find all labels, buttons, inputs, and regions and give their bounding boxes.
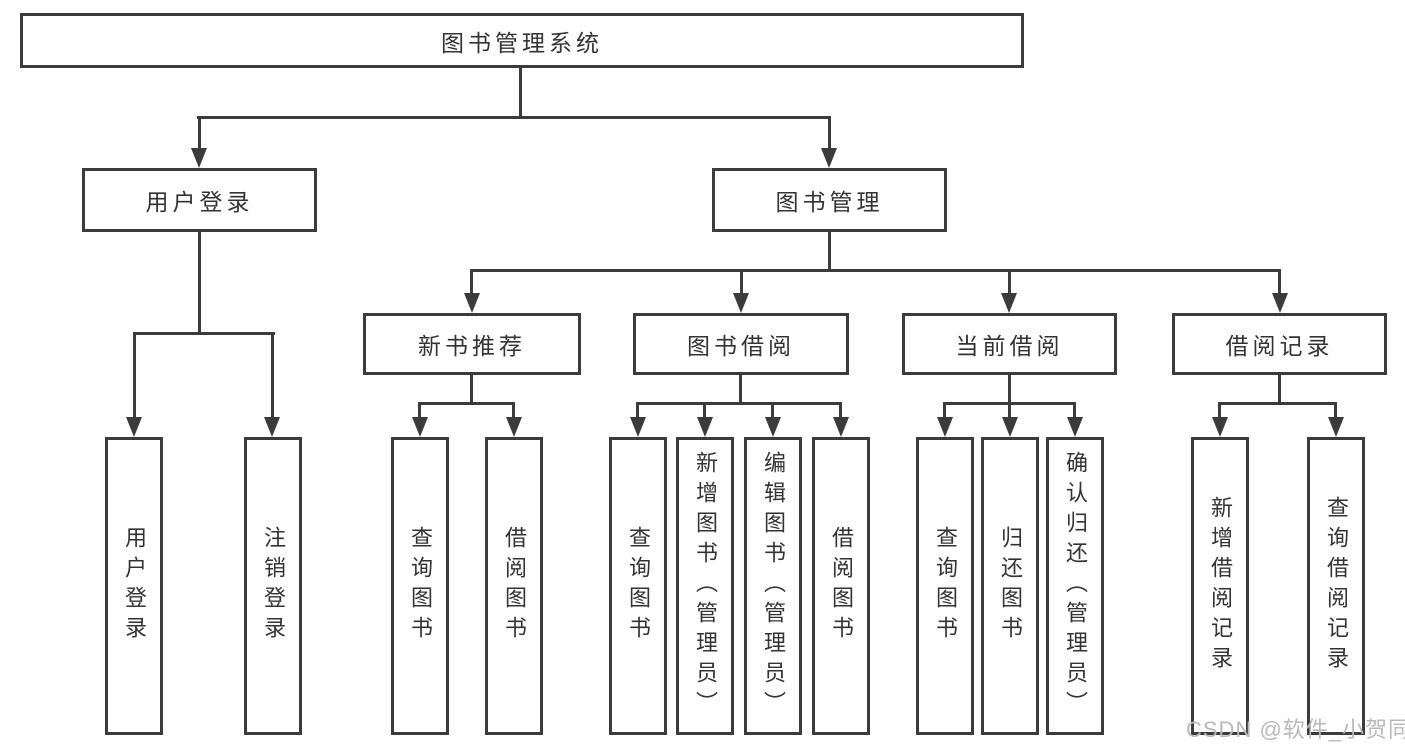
- leaf-label: 查询图书: [626, 526, 651, 646]
- node-current-borrowing: 当前借阅: [902, 313, 1117, 375]
- connector-line: [771, 402, 774, 419]
- connector-line: [740, 269, 743, 295]
- arrowhead-icon: [1272, 293, 1288, 313]
- connector-line: [519, 68, 522, 118]
- node-label: 新书推荐: [418, 333, 526, 359]
- leaf-logout: 注销登录: [244, 437, 302, 735]
- node-label: 借阅记录: [1225, 333, 1334, 359]
- connector-line: [1008, 402, 1011, 419]
- arrowhead-icon: [697, 417, 713, 437]
- arrowhead-icon: [833, 417, 849, 437]
- arrowhead-icon: [1212, 417, 1228, 437]
- connector-line: [1278, 375, 1281, 405]
- leaf-query-borrow-record: 查询借阅记录: [1307, 437, 1365, 735]
- connector-line: [512, 402, 515, 419]
- leaf-query-books-recommend: 查询图书: [391, 437, 449, 735]
- connector-line: [703, 402, 706, 419]
- node-user-login: 用户登录: [82, 168, 317, 232]
- arrowhead-icon: [1328, 417, 1344, 437]
- arrowhead-icon: [412, 417, 428, 437]
- arrowhead-icon: [937, 417, 953, 437]
- watermark: CSDN @软件_小贺同学: [1186, 717, 1405, 742]
- connector-line: [943, 402, 946, 419]
- leaf-label: 用户登录: [122, 526, 147, 646]
- arrowhead-icon: [464, 293, 480, 313]
- node-borrowing-records: 借阅记录: [1172, 313, 1387, 375]
- leaf-label: 借阅图书: [829, 526, 854, 646]
- connector-line: [418, 402, 421, 419]
- connector-line: [470, 269, 473, 295]
- node-label: 图书管理系统: [441, 29, 603, 56]
- connector-line: [739, 375, 742, 405]
- connector-line: [1218, 402, 1221, 419]
- node-book-management: 图书管理: [712, 168, 947, 232]
- leaf-borrow-books-borrowing: 借阅图书: [812, 437, 870, 735]
- connector-line: [636, 402, 639, 419]
- connector-line: [828, 232, 831, 272]
- connector-line: [828, 116, 831, 150]
- connector-line: [1008, 269, 1011, 295]
- arrowhead-icon: [191, 148, 207, 168]
- connector-line: [636, 402, 842, 405]
- arrowhead-icon: [733, 293, 749, 313]
- arrowhead-icon: [630, 417, 646, 437]
- connector-line: [1008, 375, 1011, 405]
- leaf-return-books: 归还图书: [981, 437, 1039, 735]
- connector-line: [198, 232, 201, 334]
- arrowhead-icon: [1002, 417, 1018, 437]
- connector-line: [198, 116, 201, 150]
- leaf-label: 借阅图书: [502, 526, 527, 646]
- node-label: 当前借阅: [955, 333, 1064, 359]
- arrowhead-icon: [264, 417, 280, 437]
- leaf-label: 查询图书: [933, 526, 958, 646]
- connector-line: [1073, 402, 1076, 419]
- node-label: 图书借阅: [687, 333, 795, 359]
- leaf-label: 确认归还（管理员）: [1063, 451, 1088, 721]
- arrowhead-icon: [1067, 417, 1083, 437]
- leaf-query-books-current: 查询图书: [916, 437, 974, 735]
- connector-line: [197, 116, 831, 119]
- connector-line: [418, 402, 515, 405]
- leaf-label: 查询图书: [408, 526, 433, 646]
- leaf-query-books-borrowing: 查询图书: [609, 437, 667, 735]
- node-label: 图书管理: [775, 189, 884, 215]
- leaf-confirm-return-admin: 确认归还（管理员）: [1046, 437, 1104, 735]
- connector-line: [1278, 269, 1281, 295]
- node-new-book-recommendation: 新书推荐: [363, 313, 581, 375]
- leaf-label: 编辑图书（管理员）: [761, 451, 786, 721]
- connector-line: [1334, 402, 1337, 419]
- leaf-label: 新增借阅记录: [1208, 496, 1233, 676]
- connector-line: [133, 332, 275, 335]
- arrowhead-icon: [126, 417, 142, 437]
- leaf-label: 归还图书: [998, 526, 1023, 646]
- connector-line: [133, 332, 136, 418]
- connector-line: [271, 332, 274, 418]
- leaf-add-book-admin: 新增图书（管理员）: [676, 437, 734, 735]
- arrowhead-icon: [506, 417, 522, 437]
- node-book-borrowing: 图书借阅: [633, 313, 849, 375]
- arrowhead-icon: [1001, 293, 1017, 313]
- leaf-edit-book-admin: 编辑图书（管理员）: [744, 437, 802, 735]
- leaf-label: 注销登录: [261, 526, 286, 646]
- leaf-label: 新增图书（管理员）: [693, 451, 718, 721]
- connector-line: [1218, 402, 1337, 405]
- node-library-management-system: 图书管理系统: [20, 13, 1024, 68]
- arrowhead-icon: [765, 417, 781, 437]
- connector-line: [839, 402, 842, 419]
- leaf-user-login: 用户登录: [105, 437, 163, 735]
- connector-line: [470, 269, 1281, 272]
- connector-line: [470, 375, 473, 405]
- leaf-label: 查询借阅记录: [1324, 496, 1349, 676]
- leaf-borrow-books-recommend: 借阅图书: [485, 437, 543, 735]
- arrowhead-icon: [821, 148, 837, 168]
- leaf-add-borrow-record: 新增借阅记录: [1191, 437, 1249, 735]
- node-label: 用户登录: [145, 189, 254, 215]
